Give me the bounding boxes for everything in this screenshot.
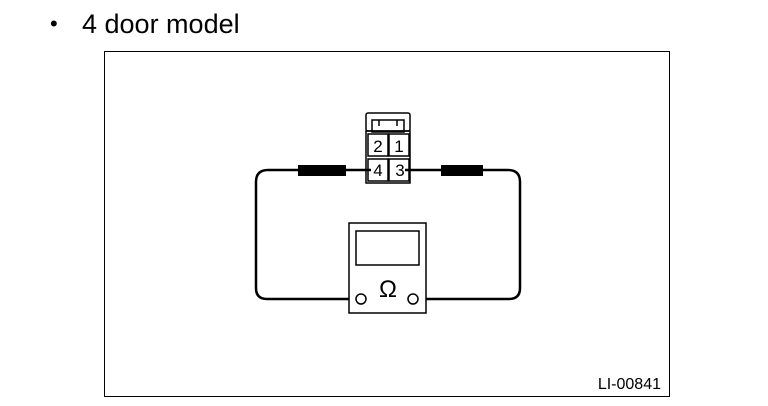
left-lead-wire (254, 168, 356, 301)
left-test-lead (254, 168, 371, 301)
pin-cell-1 (388, 133, 410, 157)
heading-line: • 4 door model (50, 6, 240, 42)
pin-cell-2 (367, 133, 389, 157)
pin-label-1: 1 (394, 137, 403, 156)
connector-latch-inner (371, 119, 405, 133)
heading-text: 4 door model (82, 8, 240, 39)
bullet-point: • (50, 11, 58, 36)
right-test-lead (405, 168, 522, 301)
ohmmeter (348, 222, 427, 314)
connector-body (365, 130, 411, 184)
pin-label-3: 3 (395, 161, 404, 180)
right-probe (441, 165, 483, 176)
pin-label-4: 4 (373, 161, 382, 180)
ohmmeter-left-terminal (355, 293, 367, 305)
pin-label-2: 2 (373, 137, 382, 156)
ohm-symbol: Ω (379, 276, 397, 303)
left-probe (298, 165, 346, 176)
connector-latch-lines (378, 120, 398, 126)
ohmmeter-right-terminal (407, 293, 419, 305)
figure-id: LI-00841 (598, 376, 661, 393)
ohmmeter-display (355, 230, 420, 266)
diagram-frame (104, 51, 670, 397)
right-lead-wire (417, 168, 522, 301)
